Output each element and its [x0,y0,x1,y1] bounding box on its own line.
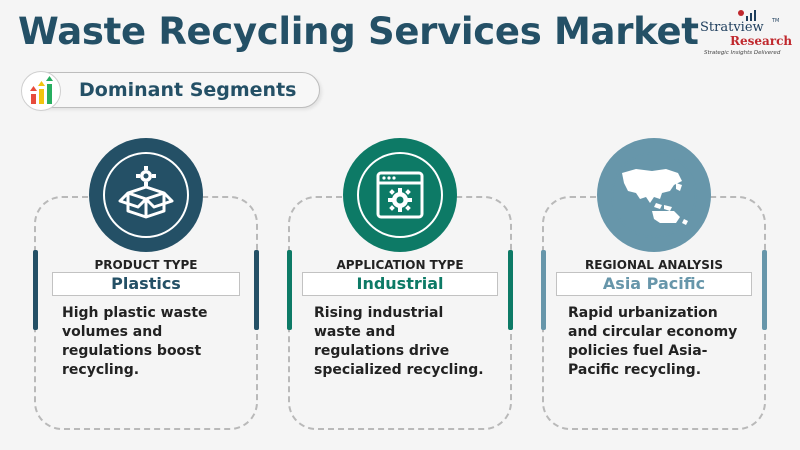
card-accent-right [254,250,259,330]
logo-brand-bottom: Research [730,34,793,48]
browser-gear-icon [376,171,424,219]
logo-chart-figure-icon [738,10,756,21]
application-type-label: APPLICATION TYPE [336,258,464,272]
application-type-icon-circle [343,138,457,252]
segments-heading-label: Dominant Segments [79,79,297,101]
product-type-value: Plastics [52,272,240,296]
card-accent-right [762,250,767,330]
bar-chart-arrows-icon [21,71,61,111]
product-type-description: High plastic waste volumes and regulatio… [62,305,208,378]
product-type-icon-circle [89,138,203,252]
box-gear-icon [118,166,174,219]
regional-analysis-description: Rapid urbanization and circular economy … [568,305,738,378]
card-accent-left [33,250,38,330]
regional-analysis-label: REGIONAL ANALYSIS [585,258,723,272]
card-accent-right [508,250,513,330]
company-logo: Stratview TM Research Strategic Insights… [690,8,795,60]
card-accent-left [287,250,292,330]
regional-analysis-icon-circle [597,138,711,252]
page-title: Waste Recycling Services Market [18,10,699,53]
logo-tagline: Strategic Insights Delivered [704,50,781,56]
regional-analysis-value: Asia Pacific [556,272,752,296]
product-type-label: PRODUCT TYPE [94,258,198,272]
logo-trademark: TM [772,18,780,24]
card-accent-left [541,250,546,330]
asia-pacific-map-icon [622,169,688,225]
dominant-segments-heading: Dominant Segments [21,71,320,111]
logo-brand-top: Stratview [700,20,764,35]
application-type-description: Rising industrial waste and regulations … [314,305,484,378]
application-type-value: Industrial [302,272,498,296]
